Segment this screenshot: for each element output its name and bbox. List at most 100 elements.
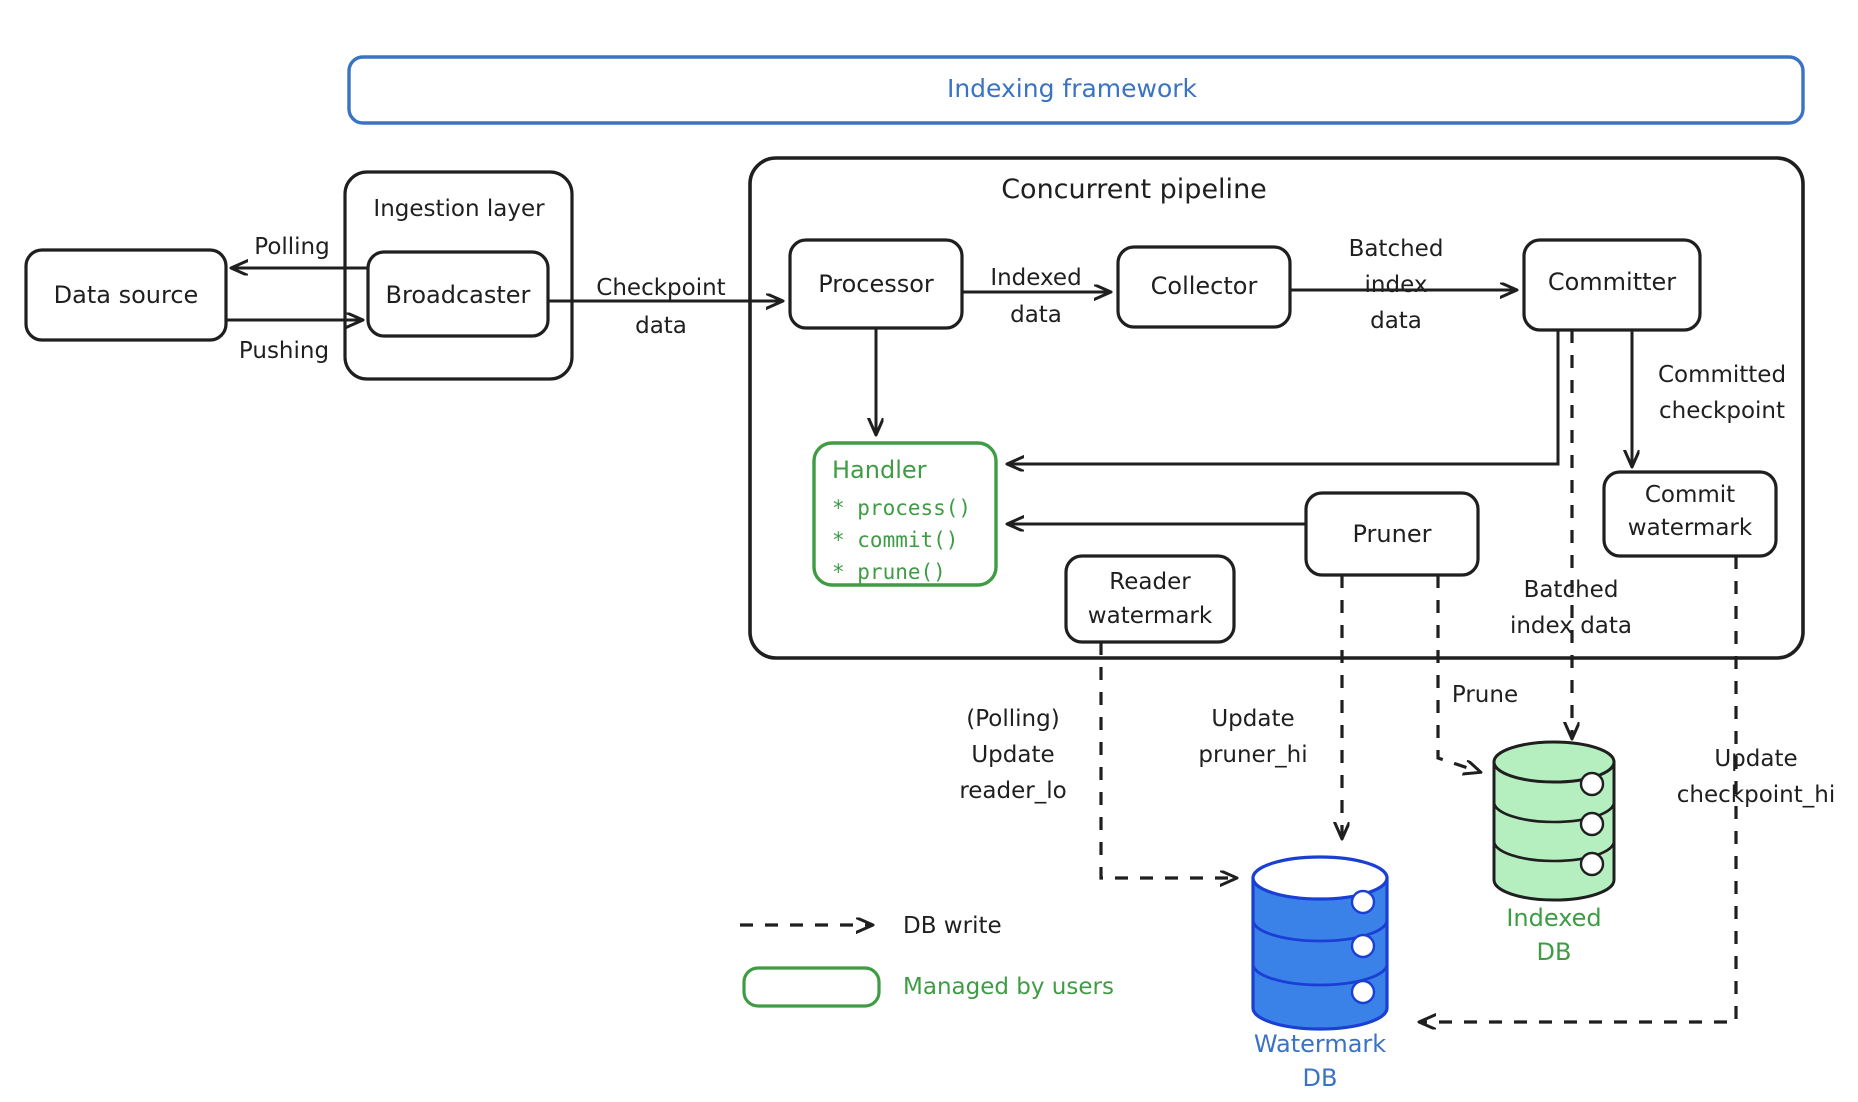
edge-pushing: Pushing [226,320,362,364]
prune-label: Prune [1452,682,1518,708]
node-pruner[interactable]: Pruner [1304,491,1480,577]
pushing-label: Pushing [239,338,329,364]
edge-update-reader-lo: (Polling) Update reader_lo [959,642,1236,878]
legend-green-box-icon [742,966,881,1008]
reader-watermark-label-line1: Reader [1109,569,1191,595]
edge-committed-checkpoint: Committed checkpoint [1632,330,1786,466]
indexed-db-indicator-3 [1579,851,1605,877]
collector-box[interactable] [1116,245,1292,329]
handler-method-prune: * prune() [832,560,946,584]
pruner-box[interactable] [1304,491,1480,577]
concurrent-pipeline-group: Concurrent pipeline [748,156,1805,660]
watermark-db-indicator-2 [1350,933,1376,959]
batched-index-data2-label-line1: Batched [1524,577,1619,603]
watermark-db-indicator-1 [1350,889,1376,915]
ingestion-layer-label: Ingestion layer [373,196,545,222]
node-broadcaster[interactable]: Broadcaster [366,250,550,338]
edge-update-checkpoint-hi: Update checkpoint_hi [1420,556,1835,1022]
edge-indexed-data: Indexed data [962,265,1110,328]
polling-label: Polling [254,234,329,260]
checkpoint-data-label-line1: Checkpoint [596,275,725,301]
handler-box[interactable] [812,441,998,587]
node-data-source[interactable]: Data source [24,248,228,342]
polling-paren-label: (Polling) [966,706,1059,732]
handler-title: Handler [832,456,927,484]
legend: DB write Managed by users [740,913,1114,1008]
watermark-db-label-line2: DB [1303,1064,1338,1092]
legend-item-db-write: DB write [740,913,1002,939]
commit-watermark-label-line1: Commit [1645,482,1735,508]
concurrent-pipeline-label: Concurrent pipeline [1001,174,1267,205]
committed-checkpoint-label-line1: Committed [1658,362,1786,388]
edge-prune: Prune [1436,575,1518,772]
batched-index-data-label-line1: Batched [1349,236,1444,262]
node-processor[interactable]: Processor [788,238,964,330]
indexed-db-indicator-2 [1579,811,1605,837]
indexed-db-cylinder[interactable] [1492,740,1616,902]
update-checkpoint-hi-label-line1: Update [1714,746,1797,772]
batched-index-data-label-line3: data [1370,308,1422,334]
watermark-db-top [1251,855,1389,901]
update-reader-lo-label-line2: reader_lo [959,778,1066,804]
ingestion-layer-border [343,170,574,381]
edge-batched-index-data-to-db: Batched index data [1510,330,1632,738]
reader-watermark-box[interactable] [1064,554,1236,644]
db-indexed-db[interactable]: Indexed DB [1492,740,1616,966]
edge-committer-to-handler [1008,330,1560,464]
edge-batched-index-data: Batched index data [1290,236,1516,334]
indexed-db-divider-1 [1492,801,1616,824]
prune-dashed-arrow [1436,575,1480,772]
update-reader-lo-dashed-arrow [1099,642,1236,878]
watermark-db-cylinder[interactable] [1251,855,1389,1031]
committed-checkpoint-label-line2: checkpoint [1659,398,1785,424]
broadcaster-label: Broadcaster [386,281,531,309]
edge-polling: Polling [232,234,368,268]
commit-watermark-box[interactable] [1602,470,1778,558]
indexing-framework-frame: Indexing framework [347,55,1805,125]
node-reader-watermark[interactable]: Reader watermark [1064,554,1236,644]
committer-handler-arrow [1008,330,1560,464]
handler-method-process: * process() [832,496,971,520]
indexed-db-label-line2: DB [1537,938,1572,966]
indexed-db-top [1492,740,1616,784]
update-pruner-hi-label-line2: pruner_hi [1198,742,1307,768]
update-checkpoint-hi-label-line2: checkpoint_hi [1677,782,1835,808]
node-handler[interactable]: Handler * process() * commit() * prune() [812,441,998,587]
legend-managed-by-users-label: Managed by users [903,974,1114,1000]
update-reader-lo-label-line1: Update [971,742,1054,768]
watermark-db-indicator-3 [1350,979,1376,1005]
indexed-data-label-line2: data [1010,302,1062,328]
indexing-framework-border [347,55,1805,125]
commit-watermark-label-line2: watermark [1628,515,1753,541]
watermark-db-divider-1 [1251,919,1389,943]
data-source-box[interactable] [24,248,228,342]
collector-label: Collector [1151,272,1258,300]
pruner-label: Pruner [1353,520,1432,548]
broadcaster-box[interactable] [366,250,550,338]
batched-index-data2-label-line2: index data [1510,613,1632,639]
update-checkpoint-hi-dashed-arrow [1420,556,1738,1022]
checkpoint-data-label-line2: data [635,313,687,339]
edge-update-pruner-hi: Update pruner_hi [1198,575,1342,838]
indexed-data-label-line1: Indexed [990,265,1081,291]
reader-watermark-label-line2: watermark [1088,603,1213,629]
node-collector[interactable]: Collector [1116,245,1292,329]
node-committer[interactable]: Committer [1522,238,1702,332]
watermark-db-label-line1: Watermark [1254,1030,1386,1058]
committer-label: Committer [1548,268,1676,296]
indexing-framework-label: Indexing framework [947,74,1198,103]
watermark-db-divider-2 [1251,963,1389,987]
processor-label: Processor [818,270,934,298]
ingestion-layer-group: Ingestion layer [343,170,574,381]
batched-index-data-label-line2: index [1365,272,1428,298]
update-pruner-hi-label-line1: Update [1211,706,1294,732]
indexed-db-indicator-1 [1579,771,1605,797]
committer-box[interactable] [1522,238,1702,332]
concurrent-pipeline-border [748,156,1805,660]
node-commit-watermark[interactable]: Commit watermark [1602,470,1778,558]
legend-item-managed-by-users: Managed by users [742,966,1114,1008]
data-source-label: Data source [54,281,199,309]
handler-method-commit: * commit() [832,528,958,552]
db-watermark-db[interactable]: Watermark DB [1251,855,1389,1092]
